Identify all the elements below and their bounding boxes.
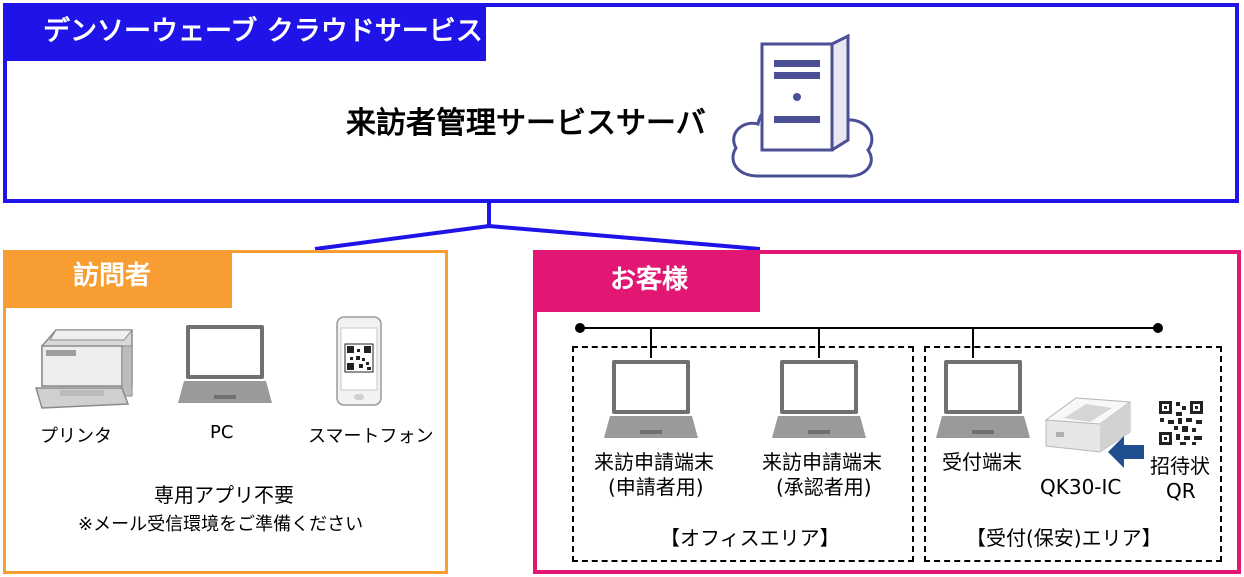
server-icon bbox=[760, 33, 850, 152]
laptop-icon bbox=[604, 360, 698, 438]
qr-code-icon bbox=[1158, 400, 1204, 446]
reception-terminal-label: 受付端末 bbox=[942, 450, 1022, 474]
visitor-tab: 訪問者 bbox=[3, 250, 232, 308]
office-terminal1-label-line2: (申請者用) bbox=[608, 475, 704, 499]
office-terminal1-label-line1: 来訪申請端末 bbox=[594, 450, 714, 474]
printer-icon bbox=[34, 329, 134, 409]
invitation-label-line2: QR bbox=[1166, 479, 1196, 503]
visitor-note-line2: ※メール受信環境をご準備ください bbox=[78, 514, 364, 535]
invitation-label-line1: 招待状 bbox=[1150, 454, 1210, 478]
laptop-icon bbox=[936, 360, 1030, 438]
cloud-service-tab: デンソーウェーブ クラウドサービス bbox=[3, 3, 486, 61]
reception-area-label: 【受付(保安)エリア】 bbox=[966, 526, 1162, 550]
device-label-smartphone: スマートフォン bbox=[308, 426, 434, 447]
cloud-service-box bbox=[3, 3, 1239, 203]
office-area-label: 【オフィスエリア】 bbox=[660, 526, 840, 550]
reception-area-box bbox=[924, 346, 1222, 562]
qr-code-icon bbox=[344, 343, 374, 373]
office-terminal2-label-line2: (承認者用) bbox=[776, 475, 872, 499]
card-reader-icon bbox=[1044, 397, 1132, 453]
office-terminal2-label-line1: 来訪申請端末 bbox=[762, 450, 882, 474]
client-tab: お客様 bbox=[533, 250, 760, 312]
device-label-pc: PC bbox=[210, 422, 234, 443]
reader-label: QK30-IC bbox=[1040, 475, 1122, 499]
office-area-box bbox=[572, 346, 914, 562]
device-label-printer: プリンタ bbox=[40, 426, 112, 447]
smartphone-icon bbox=[336, 316, 382, 406]
laptop-icon bbox=[772, 360, 866, 438]
client-box bbox=[533, 250, 1241, 574]
laptop-icon bbox=[178, 325, 272, 403]
arrow-left-icon bbox=[1108, 436, 1144, 468]
visitor-note-line1: 専用アプリ不要 bbox=[154, 483, 294, 507]
server-title: 来訪者管理サービスサーバ bbox=[346, 106, 706, 141]
